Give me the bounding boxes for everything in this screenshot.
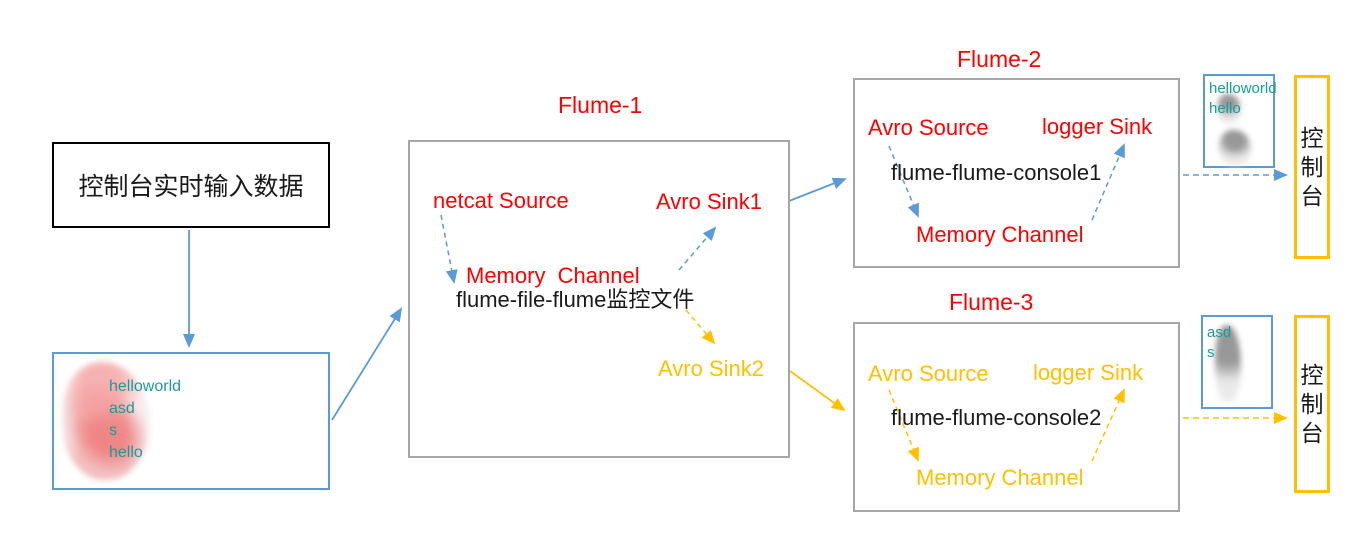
- console-input-box: 控制台实时输入数据: [52, 142, 330, 228]
- input-data-lines: helloworld asd s hello: [109, 376, 181, 464]
- flume3-title: Flume-3: [949, 289, 1034, 315]
- flume2-title: Flume-2: [957, 46, 1042, 72]
- input-line: s: [109, 422, 117, 439]
- flume3-logger-sink-label: logger Sink: [1033, 360, 1144, 385]
- input-data-box: helloworld asd s hello: [52, 352, 330, 490]
- flume1-title: Flume-1: [558, 92, 643, 118]
- output-line: helloworld: [1209, 80, 1277, 97]
- console2-output-lines: asd s: [1207, 323, 1231, 363]
- input-line: helloworld: [109, 378, 182, 395]
- flume2-avro-source-label: Avro Source: [868, 115, 989, 140]
- flume1-box: [408, 140, 790, 458]
- input-line: hello: [109, 444, 143, 461]
- console2-output-box: asd s: [1201, 315, 1273, 409]
- flume3-box: [853, 322, 1180, 512]
- console2-box: 控制台: [1294, 315, 1330, 493]
- input-line: asd: [109, 400, 135, 417]
- console1-output-box: helloworld hello: [1203, 74, 1277, 168]
- flume2-logger-sink-label: logger Sink: [1042, 114, 1153, 139]
- flume1-netcat-source-label: netcat Source: [433, 188, 569, 213]
- console1-output-lines: helloworld hello: [1209, 79, 1277, 119]
- redacted-blob: [62, 362, 150, 480]
- arrow-sink1-to-flume2: [788, 177, 847, 202]
- console2-label: 控制台: [1300, 361, 1324, 446]
- flume2-box: [853, 78, 1180, 268]
- flume2-memory-channel-label: Memory Channel: [916, 222, 1084, 247]
- redacted-blob: [1217, 94, 1241, 124]
- flume1-avro-sink1-label: Avro Sink1: [656, 189, 762, 214]
- console-input-label: 控制台实时输入数据: [78, 173, 304, 201]
- flume3-memory-channel-label: Memory Channel: [916, 465, 1084, 490]
- output-line: s: [1207, 344, 1215, 361]
- flume1-job-label: flume-file-flume监控文件: [456, 287, 695, 312]
- arrow-sink2-to-flume3: [789, 370, 846, 412]
- redacted-blob: [1219, 130, 1251, 166]
- output-line: hello: [1209, 100, 1241, 117]
- flume1-avro-sink2-label: Avro Sink2: [658, 356, 764, 381]
- flume3-avro-source-label: Avro Source: [868, 361, 989, 386]
- redacted-blob: [1215, 325, 1241, 403]
- flume2-job-label: flume-flume-console1: [891, 160, 1102, 185]
- arrow-data-to-flume1: [331, 307, 403, 421]
- flume3-job-label: flume-flume-console2: [891, 405, 1102, 430]
- output-line: asd: [1207, 324, 1232, 341]
- console1-label: 控制台: [1300, 124, 1324, 209]
- flume1-memory-channel-label: Memory Channel: [466, 263, 640, 288]
- console1-box: 控制台: [1294, 75, 1330, 259]
